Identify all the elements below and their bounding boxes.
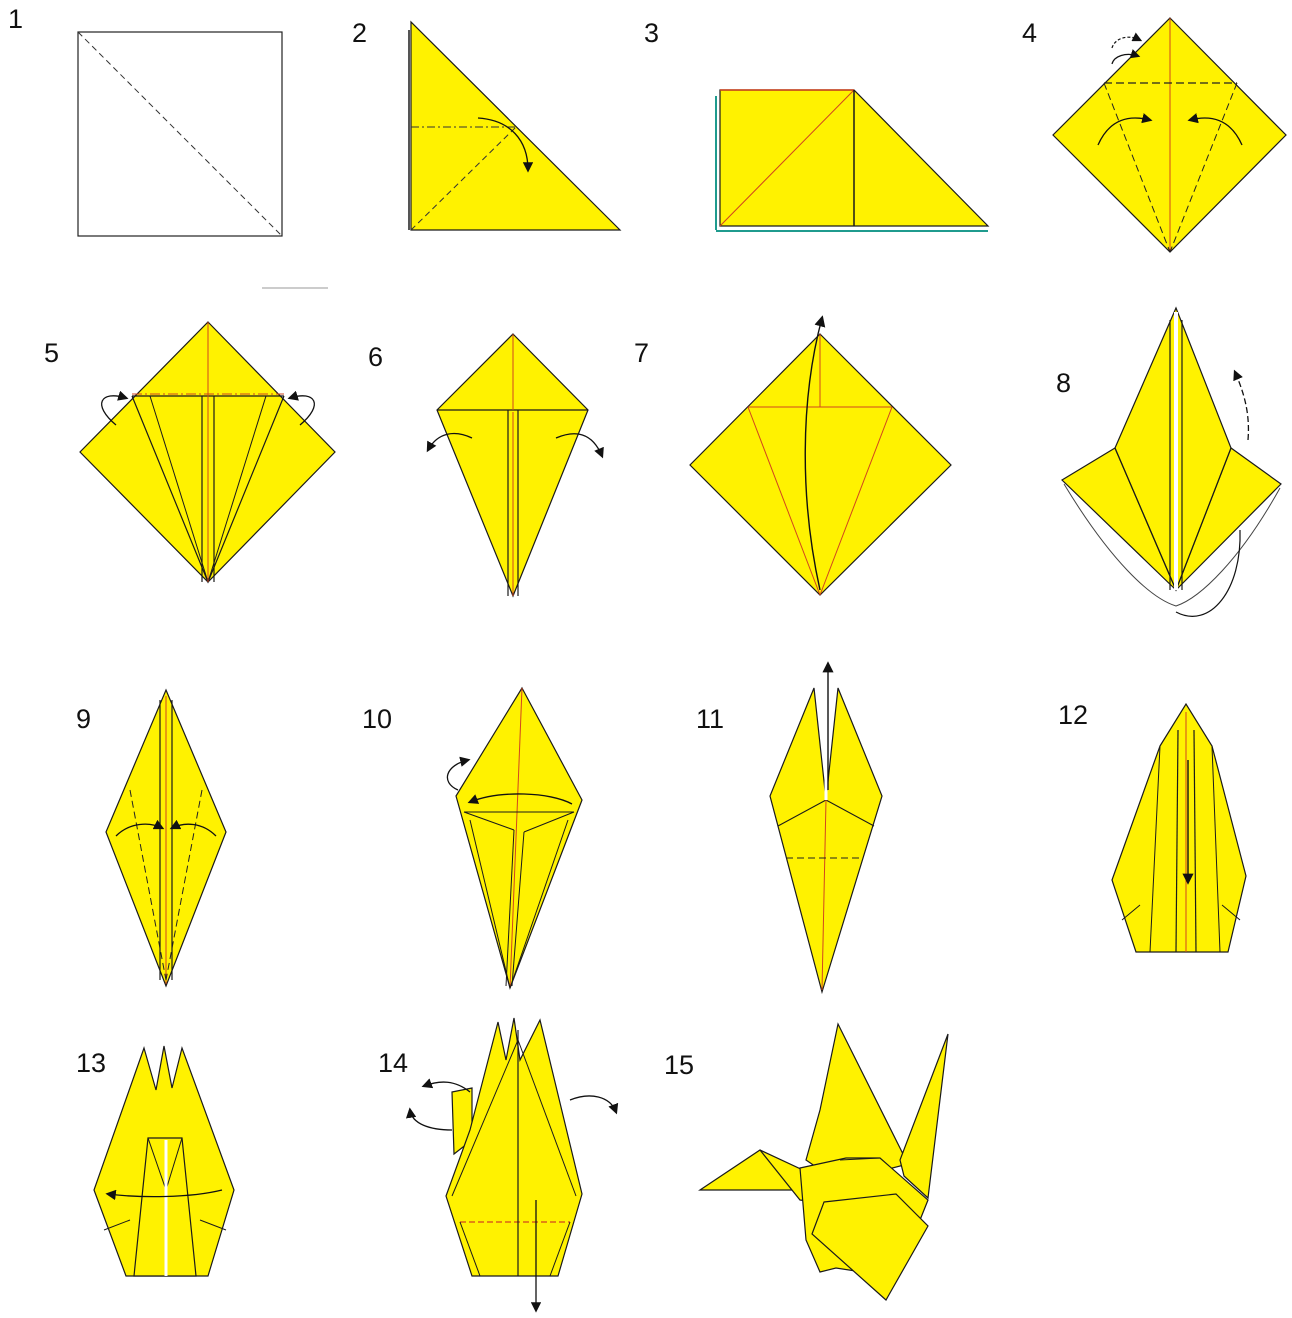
step-8: 8 (1056, 306, 1282, 617)
step-number: 3 (644, 18, 659, 48)
step-number: 14 (378, 1048, 408, 1078)
step-5: 5 (44, 321, 336, 584)
step-12: 12 (1058, 700, 1247, 953)
step-11: 11 (696, 661, 883, 995)
step-6: 6 (368, 333, 604, 598)
step-3: 3 (644, 18, 990, 232)
step-14: 14 (378, 1017, 619, 1313)
step-number: 12 (1058, 700, 1088, 730)
step-7: 7 (634, 315, 952, 596)
step-number: 8 (1056, 368, 1071, 398)
triangle-paper (410, 20, 622, 231)
step-number: 15 (664, 1050, 694, 1080)
step-10: 10 (362, 686, 583, 990)
step-4: 4 (1022, 17, 1287, 253)
step-2: 2 (352, 18, 622, 231)
step-number: 9 (76, 704, 91, 734)
step-number: 11 (696, 704, 724, 734)
step-13: 13 (76, 1045, 235, 1277)
crane-wing-right (811, 1193, 929, 1301)
step-9: 9 (76, 688, 227, 988)
step-number: 10 (362, 704, 392, 734)
step-15: 15 (664, 1022, 949, 1301)
diagonal-valley-fold (77, 31, 283, 237)
step-number: 7 (634, 338, 649, 368)
fold-arrow-icon (477, 117, 534, 173)
step-number: 5 (44, 338, 59, 368)
step-number: 6 (368, 342, 383, 372)
step-number: 13 (76, 1048, 106, 1078)
step-number: 4 (1022, 18, 1037, 48)
crane-tail (899, 1033, 949, 1200)
step-number: 2 (352, 18, 367, 48)
step-1: 1 (8, 4, 328, 289)
step-number: 1 (8, 4, 23, 34)
